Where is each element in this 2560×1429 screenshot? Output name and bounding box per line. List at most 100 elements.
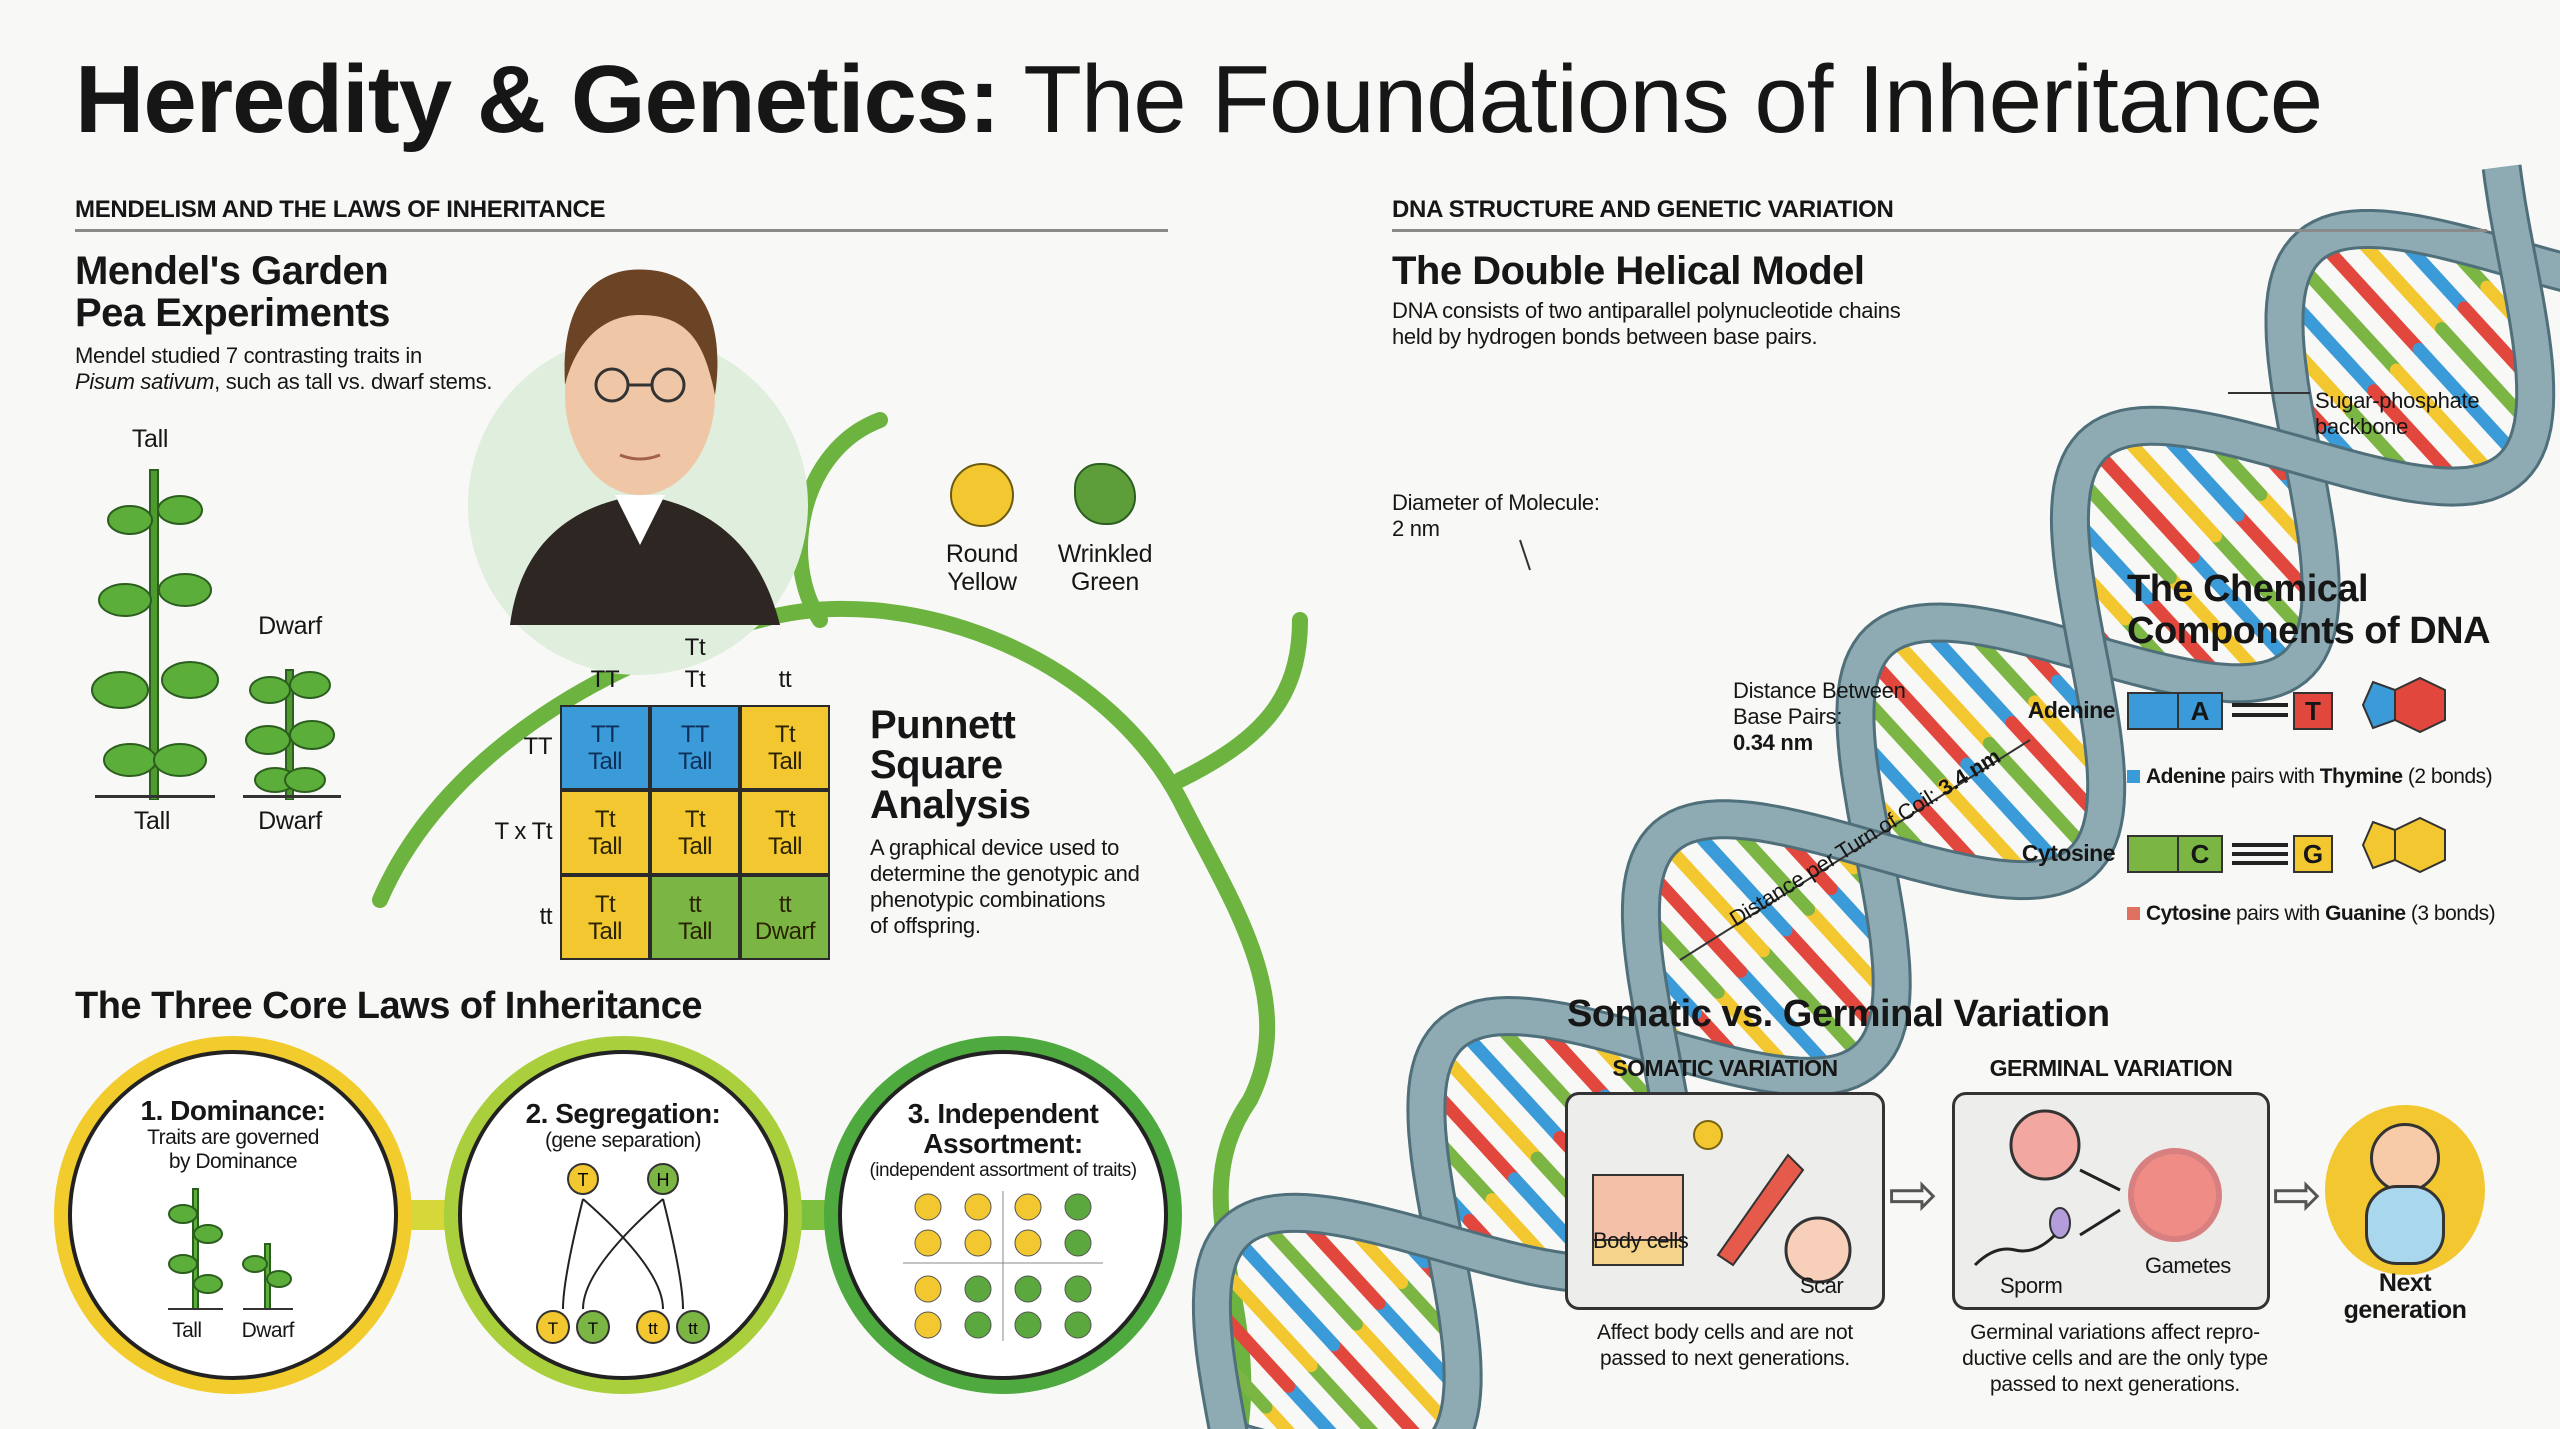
pea-icon <box>964 1229 992 1257</box>
allele-label: tt <box>648 1319 658 1338</box>
double-bond <box>2232 703 2288 707</box>
punnett-row-header: T x Tt <box>494 818 553 845</box>
base-pair-rung <box>1259 1400 1295 1429</box>
pea-icon <box>1014 1311 1042 1339</box>
base-pair-rung <box>2186 550 2301 674</box>
ground-line <box>243 795 341 798</box>
allele-label: tt <box>688 1319 698 1338</box>
page-title: Heredity & Genetics: The Foundations of … <box>75 46 2323 153</box>
section-header-dna: DNA STRUCTURE AND GENETIC VARIATION <box>1392 196 1894 223</box>
pea-icon <box>1014 1229 1042 1257</box>
base-pair-rung <box>1327 1338 1420 1429</box>
sperm-label: Sporm <box>2000 1273 2063 1298</box>
base-pair-rung <box>1452 1021 1567 1144</box>
cell-phenotype: Tall <box>767 833 803 860</box>
pea-icon <box>914 1275 942 1303</box>
divider <box>75 229 1168 232</box>
cell-genotype: TT <box>590 721 620 748</box>
germinal-box: Sporm Gametes <box>1952 1092 2270 1310</box>
base-pair-rung <box>1756 944 1872 1068</box>
pea-icon <box>1064 1311 1092 1339</box>
cell-phenotype: Tall <box>587 918 623 945</box>
baby-icon <box>2325 1105 2485 1275</box>
helix-description: DNA consists of two antiparallel polynuc… <box>1392 298 1901 349</box>
pea-icon <box>964 1275 992 1303</box>
allele-icon: tt <box>636 1310 670 1344</box>
assortment-grid <box>903 1191 1103 1341</box>
thymine-base: T <box>2293 692 2333 730</box>
allele-icon: T <box>567 1163 599 1195</box>
cell-phenotype: Tall <box>767 748 803 775</box>
punnett-col-header: Tt <box>684 666 706 693</box>
base-pair-rung <box>1225 1227 1341 1352</box>
body-cells-illustration <box>1592 1120 1852 1284</box>
pea-icon <box>1064 1193 1092 1221</box>
base-pair-rung <box>1682 817 1793 937</box>
cell-phenotype: Tall <box>587 833 623 860</box>
allele-label: T <box>578 1170 589 1190</box>
section-header-mendelism: MENDELISM AND THE LAWS OF INHERITANCE <box>75 196 606 223</box>
variation-title: Somatic vs. Germinal Variation <box>1567 993 2110 1035</box>
pea-plants-illustration <box>91 469 335 800</box>
punnett-col-header: TT <box>590 666 620 693</box>
cell-genotype: tt <box>778 891 792 918</box>
base-pair-rung <box>1861 649 1974 771</box>
somatic-box: Body cells Scar <box>1565 1092 1885 1310</box>
cytosine-label: Cytosine <box>2021 840 2116 866</box>
pea-icon <box>964 1193 992 1221</box>
body-cells-label: Body cells <box>1593 1228 1689 1253</box>
scar-label: Scar <box>1800 1273 1844 1298</box>
pea-icon <box>914 1193 942 1221</box>
pea-icon <box>914 1229 942 1257</box>
molecule-structure-icon <box>2361 816 2446 874</box>
helix-title: The Double Helical Model <box>1392 249 1865 293</box>
base-pair-rung <box>1349 1317 1461 1429</box>
ground-line <box>95 795 215 798</box>
guanine-base: G <box>2293 835 2333 873</box>
pea-icon <box>964 1311 992 1339</box>
adenine-legend: Adenine pairs with Thymine (2 bonds) <box>2127 765 2493 789</box>
tall-label: Tall <box>172 1319 202 1342</box>
base-pair-rung <box>1982 736 2097 860</box>
base-pair-rung <box>2412 342 2527 466</box>
label-tall-top: Tall <box>131 425 169 453</box>
punnett-col-header: tt <box>778 666 792 693</box>
allele-icon: T <box>536 1310 570 1344</box>
adenine-block <box>2127 692 2179 730</box>
base-pair-rung <box>1304 1359 1379 1429</box>
somatic-header: SOMATIC VARIATION <box>1612 1055 1838 1081</box>
cell-genotype: tt <box>688 891 702 918</box>
base-pair-rung <box>1960 757 2073 879</box>
base-pair-rung <box>1282 1379 1337 1429</box>
cell-genotype: Tt <box>774 806 796 833</box>
pea-icon <box>1064 1229 1092 1257</box>
allele-icon: tt <box>676 1310 710 1344</box>
label-dwarf-bottom: Dwarf <box>258 807 322 835</box>
base-pair-rung <box>1655 833 1770 958</box>
punnett-row-header: tt <box>539 903 553 930</box>
pea-icon <box>914 1311 942 1339</box>
label-dwarf-top: Dwarf <box>258 612 322 640</box>
molecule-structure-icon <box>2361 676 2446 734</box>
laws-title: The Three Core Laws of Inheritance <box>75 985 703 1027</box>
cell-genotype: TT <box>680 721 710 748</box>
arrow-right-icon: ⇨ <box>1888 1161 1939 1228</box>
base-pair-rung <box>2389 363 2503 485</box>
allele-label: T <box>588 1319 598 1338</box>
cell-genotype: Tt <box>774 721 796 748</box>
